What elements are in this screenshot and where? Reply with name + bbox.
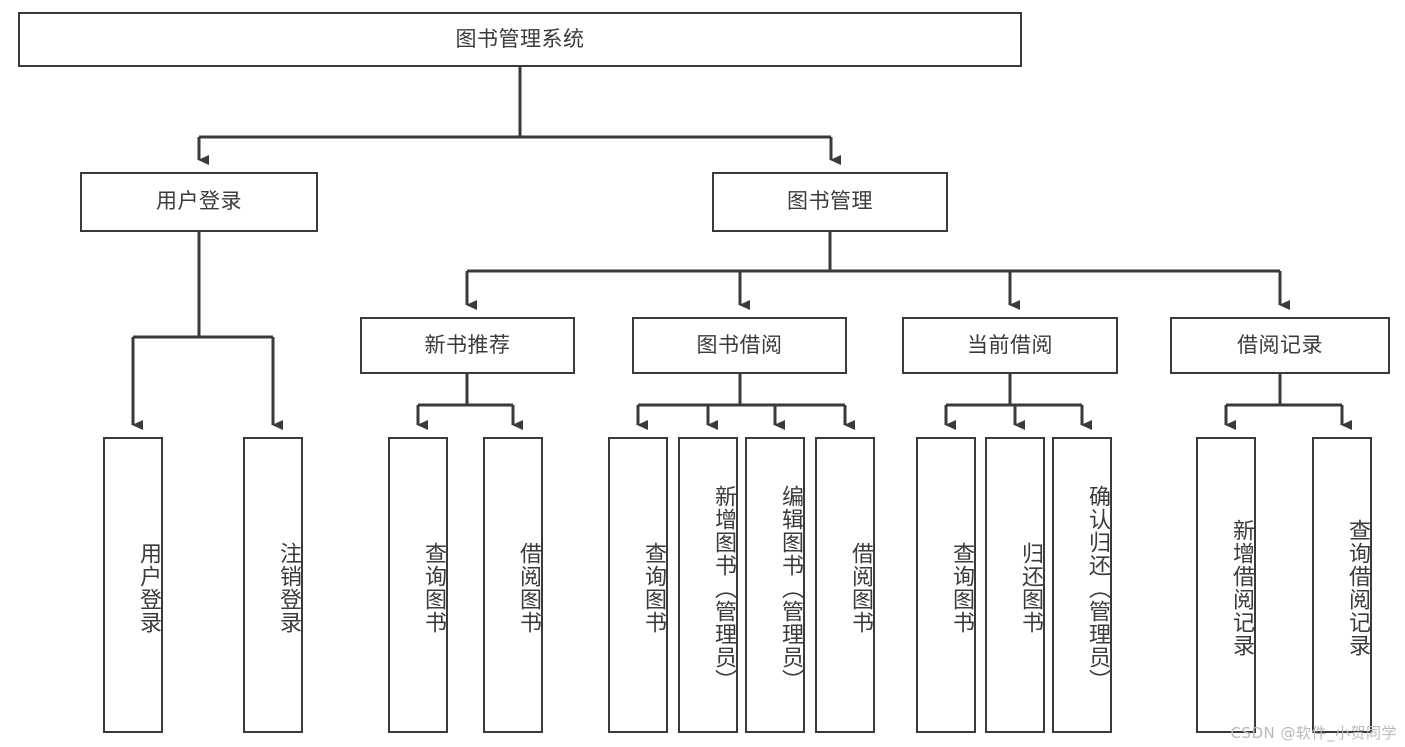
leaf-user-login-0[interactable]: 用户登录 — [103, 437, 163, 733]
node-user-login-label: 用户登录 — [156, 189, 242, 214]
node-current-borrow[interactable]: 当前借阅 — [902, 317, 1118, 374]
leaf-borrow-record-1[interactable]: 查询借阅记录 — [1312, 437, 1372, 733]
leaf-current-borrow-2[interactable]: 确认归还（管理员） — [1052, 437, 1112, 733]
leaf-current-borrow-1[interactable]: 归还图书 — [985, 437, 1045, 733]
node-book-management-label: 图书管理 — [787, 189, 873, 214]
leaf-label: 注销登录 — [276, 542, 301, 634]
leaf-user-login-1[interactable]: 注销登录 — [243, 437, 303, 733]
node-borrow-record-label: 借阅记录 — [1237, 332, 1323, 357]
leaf-book-borrow-0[interactable]: 查询图书 — [608, 437, 668, 733]
leaf-current-borrow-0[interactable]: 查询图书 — [916, 437, 976, 733]
leaf-label: 新增借阅记录 — [1229, 519, 1254, 657]
node-root-label: 图书管理系统 — [455, 26, 585, 51]
leaf-label: 查询图书 — [421, 542, 446, 634]
leaf-label: 查询借阅记录 — [1345, 519, 1370, 657]
node-new-book-recommend-label: 新书推荐 — [424, 332, 511, 357]
leaf-label: 查询图书 — [641, 542, 666, 634]
leaf-label: 确认归还（管理员） — [1085, 484, 1110, 692]
leaf-book-borrow-1[interactable]: 新增图书（管理员） — [678, 437, 738, 733]
node-book-management[interactable]: 图书管理 — [712, 172, 948, 232]
node-book-borrow-label: 图书借阅 — [696, 332, 783, 357]
node-new-book-recommend[interactable]: 新书推荐 — [360, 317, 575, 374]
leaf-book-borrow-2[interactable]: 编辑图书（管理员） — [745, 437, 805, 733]
node-root[interactable]: 图书管理系统 — [18, 12, 1022, 67]
leaf-label: 编辑图书（管理员） — [778, 484, 803, 692]
leaf-new-book-recommend-0[interactable]: 查询图书 — [388, 437, 448, 733]
csdn-watermark: CSDN @软件_小贺同学 — [1230, 724, 1397, 742]
leaf-new-book-recommend-1[interactable]: 借阅图书 — [483, 437, 543, 733]
leaf-label: 用户登录 — [136, 542, 161, 634]
leaf-borrow-record-0[interactable]: 新增借阅记录 — [1196, 437, 1256, 733]
node-book-borrow[interactable]: 图书借阅 — [632, 317, 847, 374]
leaf-label: 查询图书 — [949, 542, 974, 634]
leaf-label: 借阅图书 — [516, 542, 541, 634]
leaf-label: 借阅图书 — [848, 542, 873, 634]
leaf-label: 新增图书（管理员） — [711, 484, 736, 692]
leaf-book-borrow-3[interactable]: 借阅图书 — [815, 437, 875, 733]
node-current-borrow-label: 当前借阅 — [967, 332, 1053, 357]
node-borrow-record[interactable]: 借阅记录 — [1170, 317, 1390, 374]
node-user-login[interactable]: 用户登录 — [80, 172, 318, 232]
leaf-label: 归还图书 — [1018, 542, 1043, 634]
